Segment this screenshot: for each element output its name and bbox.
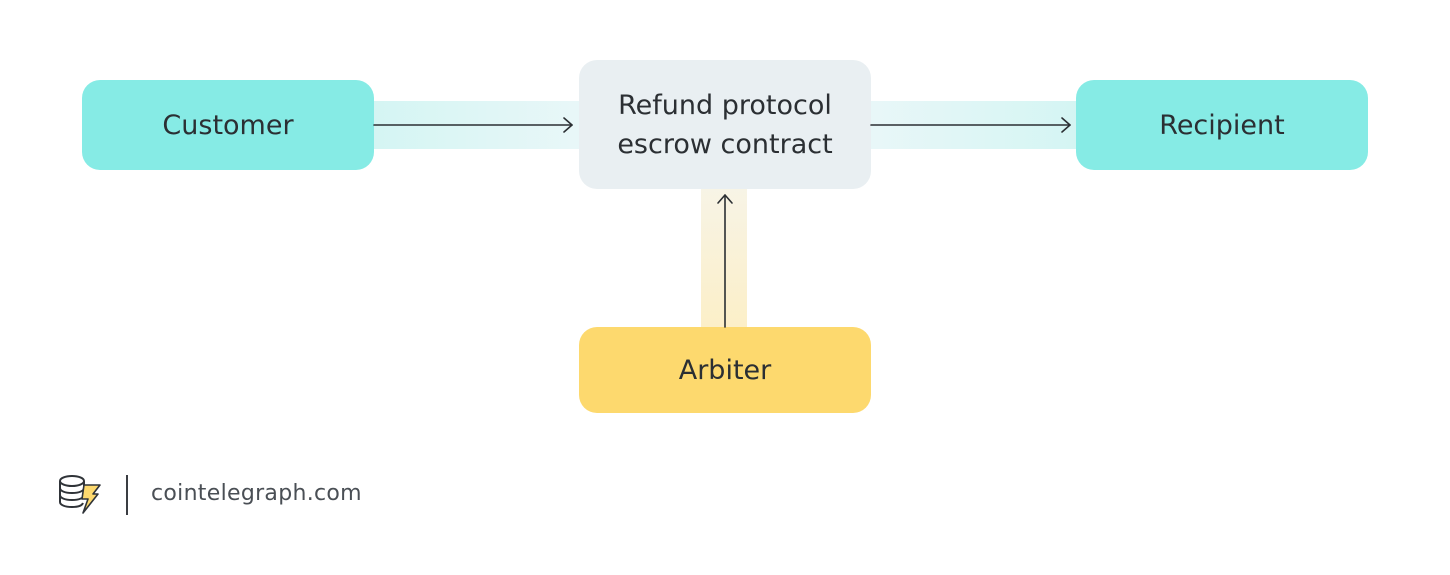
- customer-label: Customer: [162, 109, 294, 141]
- arbiter-node: Arbiter: [579, 327, 871, 413]
- connector-band-escrow-recipient: [866, 101, 1080, 149]
- arbiter-label: Arbiter: [678, 354, 772, 386]
- escrow-contract-label: Refund protocol escrow contract: [617, 89, 833, 160]
- cointelegraph-logo-icon: [59, 475, 101, 514]
- recipient-node: Recipient: [1076, 80, 1368, 170]
- connector-band-arbiter-escrow: [701, 184, 747, 331]
- escrow-contract-node: Refund protocol escrow contract: [579, 60, 871, 189]
- brand-url-text: cointelegraph.com: [151, 481, 362, 506]
- connector-band-customer-escrow: [370, 101, 584, 149]
- recipient-label: Recipient: [1159, 109, 1285, 141]
- customer-node: Customer: [82, 80, 374, 170]
- footer-divider: [126, 475, 128, 515]
